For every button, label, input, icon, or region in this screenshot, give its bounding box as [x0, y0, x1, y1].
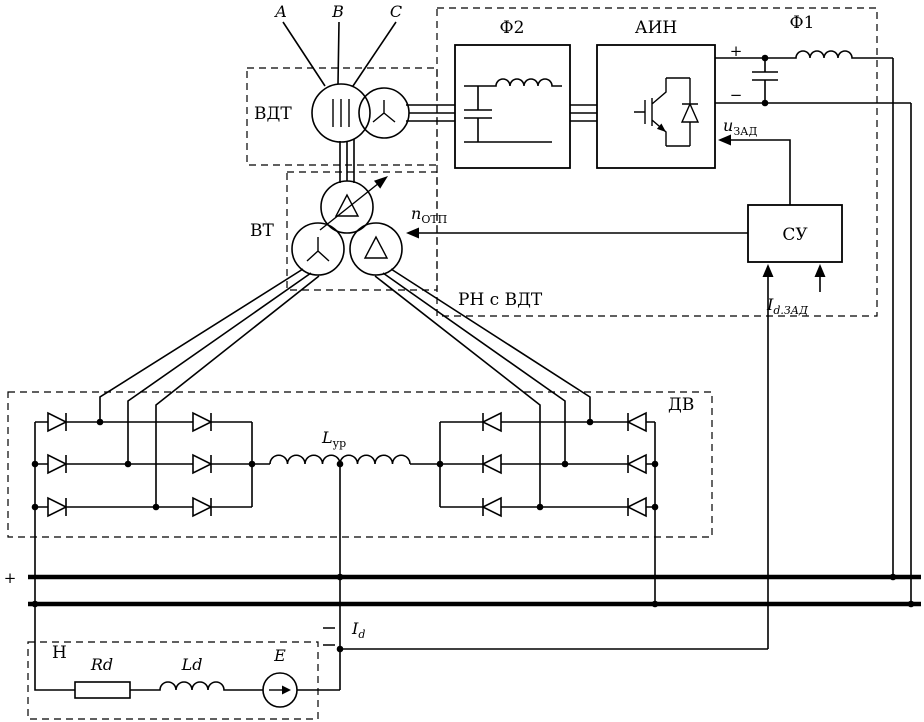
diode-icon — [666, 77, 700, 147]
lur-label: Lур — [321, 428, 346, 450]
vdt-transformer-block: ВДТ — [254, 83, 410, 143]
n-otp-signal: nОТП — [406, 204, 748, 239]
diode-icon — [47, 453, 68, 475]
diode-icon — [481, 496, 502, 518]
diode-icon — [47, 411, 68, 433]
id-zad-label: Id.ЗАД — [766, 295, 809, 317]
secondary-feed-wires — [99, 268, 591, 507]
delta-winding-icon — [334, 193, 360, 217]
ld-label: Ld — [181, 655, 203, 674]
diode-icon — [626, 411, 647, 433]
regulation-arrow — [319, 182, 380, 231]
inductor-icon — [130, 681, 263, 691]
dashed-boundaries — [7, 7, 878, 720]
f1-label: Ф1 — [790, 13, 815, 33]
dv-boundary-box — [7, 391, 713, 538]
phase-c-label: С — [390, 2, 402, 21]
igbt-icon — [634, 78, 667, 146]
arrow-right-icon — [282, 685, 291, 695]
diode-icon — [481, 411, 502, 433]
rn-vdt-boundary-box — [436, 7, 878, 317]
capacitor-icon — [464, 86, 552, 143]
junction-dots — [31, 54, 915, 653]
u-zad-signal: uЗАД — [718, 116, 791, 205]
arrow-left-icon — [718, 134, 731, 146]
ain-inverter-block: АИН — [596, 18, 716, 169]
core-bars-icon — [332, 99, 350, 127]
ain-label: АИН — [635, 18, 678, 38]
resistor-icon — [74, 681, 131, 699]
f2-filter-block: Ф2 — [454, 18, 571, 169]
dc-buses: + — [4, 569, 921, 607]
load-circuit: Н Rd Ld Е Id — [52, 619, 365, 708]
phase-a-label: А — [274, 2, 287, 21]
f1-capacitor-icon — [752, 58, 778, 103]
diode-icon — [192, 411, 213, 433]
diode-icon — [481, 453, 502, 475]
f1-filter: + − Ф1 — [715, 13, 912, 604]
load-boundary-box — [27, 641, 319, 720]
id-label: Id — [351, 619, 365, 641]
arrow-ne-icon — [374, 176, 388, 189]
left-bridge — [34, 411, 270, 691]
delta-winding-icon — [363, 235, 389, 259]
id-zad-signal: Id.ЗАД — [766, 264, 826, 317]
arrow-up-icon — [762, 264, 774, 277]
vt-transformer-block: ВТ — [250, 176, 403, 276]
wye-winding-icon — [372, 100, 396, 123]
diode-icon — [626, 496, 647, 518]
id-feedback-signal — [340, 264, 774, 650]
dv-label: ДВ — [668, 395, 694, 415]
inductor-icon — [464, 78, 562, 87]
vdt-label: ВДТ — [254, 104, 292, 124]
diode-icon — [626, 453, 647, 475]
rn-vdt-label: РН с ВДТ — [458, 290, 543, 310]
vt-label: ВТ — [250, 221, 274, 241]
su-control-block: СУ — [747, 204, 843, 263]
wye-winding-icon — [306, 237, 330, 262]
diode-icon — [192, 453, 213, 475]
rd-label: Rd — [90, 655, 113, 674]
e-label: Е — [273, 646, 286, 665]
shunt-marks — [323, 627, 335, 646]
phase-b-label: В — [331, 2, 344, 21]
f1-inductor-icon — [715, 50, 893, 59]
diode-icon — [47, 496, 68, 518]
dv-rectifier-block: ДВ Lур — [34, 395, 694, 691]
arrow-left-icon — [406, 227, 419, 239]
connection-wires-top — [339, 104, 597, 183]
arrow-up-icon — [814, 264, 826, 277]
f2-label: Ф2 — [500, 18, 525, 38]
right-bridge — [410, 411, 656, 604]
vt-boundary-box — [286, 171, 438, 291]
f1-minus-label: − — [730, 86, 743, 104]
n-otp-label: nОТП — [411, 204, 447, 226]
su-label: СУ — [782, 225, 808, 245]
u-zad-label: uЗАД — [723, 116, 757, 138]
diode-icon — [192, 496, 213, 518]
phase-inputs: А В С — [274, 2, 402, 87]
load-n-label: Н — [52, 643, 67, 663]
f1-plus-label: + — [730, 42, 743, 60]
bus-plus-label: + — [4, 569, 17, 587]
